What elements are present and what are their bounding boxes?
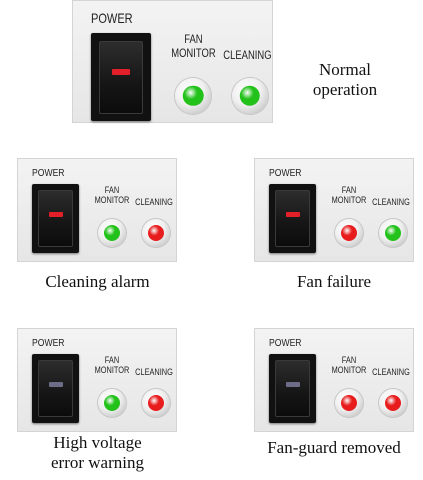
fan-monitor-label-line2: MONITOR [171, 47, 216, 60]
cleaning-lamp [142, 389, 170, 417]
fan-monitor-label-line1: FAN [104, 355, 120, 365]
fan-monitor-lamp [335, 389, 363, 417]
fan-monitor-label: FAN MONITOR [93, 355, 131, 376]
power-switch[interactable] [32, 184, 79, 253]
state-caption-line1: Normal [319, 60, 371, 79]
fan-monitor-label: FAN MONITOR [330, 185, 368, 206]
power-indicator-light [286, 382, 300, 387]
fan-monitor-label-line2: MONITOR [94, 365, 130, 376]
cleaning-lamp [231, 77, 268, 114]
fan-monitor-label: FAN MONITOR [93, 185, 131, 206]
fan-monitor-lamp [98, 389, 126, 417]
power-switch[interactable] [32, 354, 79, 423]
power-indicator-light [286, 212, 300, 217]
cleaning-lamp [142, 219, 170, 247]
state-caption-line1: Fan-guard removed [267, 438, 401, 457]
fan-monitor-label-line2: MONITOR [94, 195, 130, 206]
state-caption-4: High voltage error warning [0, 433, 195, 473]
control-panel-3: POWER FAN MONITOR CLEANING [254, 158, 414, 262]
power-indicator-light [49, 382, 63, 387]
fan-monitor-label-line1: FAN [104, 185, 120, 195]
cleaning-label: CLEANING [372, 197, 410, 207]
cleaning-label: CLEANING [135, 197, 173, 207]
fan-monitor-lamp [175, 77, 212, 114]
state-caption-line1: Fan failure [296, 272, 372, 291]
fan-monitor-label: FAN MONITOR [330, 355, 368, 376]
power-indicator-light [49, 212, 63, 217]
cleaning-lamp [379, 219, 407, 247]
power-switch-rocker[interactable] [275, 360, 310, 417]
cleaning-led [239, 85, 260, 106]
power-label: POWER [269, 167, 302, 179]
state-caption-line1: Cleaning alarm [45, 272, 150, 291]
cleaning-label: CLEANING [372, 367, 410, 377]
power-label: POWER [32, 167, 65, 179]
power-label: POWER [90, 11, 133, 27]
power-switch-rocker[interactable] [38, 190, 73, 247]
fan-monitor-led [183, 85, 204, 106]
state-caption-3: Fan failure [236, 272, 423, 292]
fan-monitor-led [341, 395, 357, 411]
power-switch-rocker[interactable] [98, 40, 144, 114]
cleaning-led [148, 225, 164, 241]
cleaning-led [148, 395, 164, 411]
power-label: POWER [269, 337, 302, 349]
fan-monitor-lamp [335, 219, 363, 247]
power-switch[interactable] [269, 354, 316, 423]
fan-monitor-label-line1: FAN [341, 355, 357, 365]
fan-monitor-led [104, 395, 120, 411]
state-caption-1: Normal operation [295, 60, 395, 100]
fan-monitor-label-line2: MONITOR [331, 365, 367, 376]
fan-monitor-label: FAN MONITOR [169, 34, 217, 60]
cleaning-label: CLEANING [222, 49, 272, 62]
state-caption-line1: High voltage [53, 433, 142, 452]
power-switch-rocker[interactable] [275, 190, 310, 247]
cleaning-led [385, 225, 401, 241]
control-panel-4: POWER FAN MONITOR CLEANING [17, 328, 177, 432]
fan-monitor-label-line2: MONITOR [331, 195, 367, 206]
fan-monitor-led [104, 225, 120, 241]
state-caption-2: Cleaning alarm [0, 272, 195, 292]
state-caption-line2: operation [312, 80, 378, 99]
power-indicator-light [112, 68, 131, 75]
power-switch[interactable] [269, 184, 316, 253]
power-switch[interactable] [90, 33, 152, 122]
control-panel-5: POWER FAN MONITOR CLEANING [254, 328, 414, 432]
fan-monitor-lamp [98, 219, 126, 247]
power-switch-rocker[interactable] [38, 360, 73, 417]
cleaning-label: CLEANING [135, 367, 173, 377]
state-caption-line2: error warning [51, 453, 144, 472]
cleaning-led [385, 395, 401, 411]
state-caption-5: Fan-guard removed [236, 438, 423, 458]
control-panel-2: POWER FAN MONITOR CLEANING [17, 158, 177, 262]
cleaning-lamp [379, 389, 407, 417]
fan-monitor-label-line1: FAN [341, 185, 357, 195]
power-label: POWER [32, 337, 65, 349]
fan-monitor-label-line1: FAN [184, 34, 203, 47]
fan-monitor-led [341, 225, 357, 241]
control-panel-1: POWER FAN MONITOR CLEANING [72, 0, 273, 123]
